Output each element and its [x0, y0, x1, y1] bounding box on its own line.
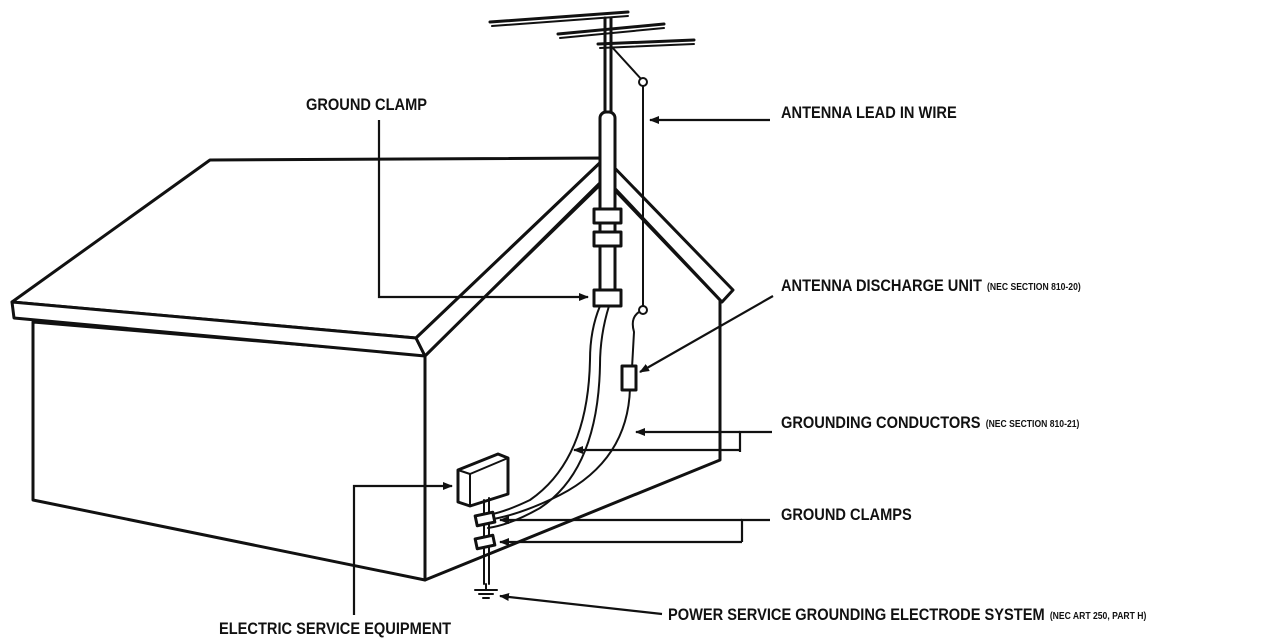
label-power-service-grounding: POWER SERVICE GROUNDING ELECTRODE SYSTEM…	[668, 605, 1146, 627]
leader-power-service-grounding	[499, 593, 663, 616]
mast-strap-1	[592, 207, 623, 225]
label-antenna-discharge-unit-note: (NEC SECTION 810-20)	[987, 282, 1081, 293]
antenna-discharge-unit	[620, 364, 638, 392]
leader-grounding-conductors	[738, 430, 772, 452]
electrode-ground-clamp-2	[473, 533, 497, 551]
leader-antenna-discharge-unit	[639, 295, 774, 373]
antenna-boom-top	[488, 10, 630, 24]
mast-strap-2	[592, 230, 623, 248]
mast-ground-clamp	[592, 288, 623, 308]
label-electric-service-equipment: ELECTRIC SERVICE EQUIPMENT	[219, 619, 451, 639]
house-left-wall	[31, 320, 427, 582]
antenna-mast-sleeve	[598, 110, 617, 302]
label-antenna-discharge-unit-text: ANTENNA DISCHARGE UNIT	[781, 276, 982, 295]
label-ground-clamps: GROUND CLAMPS	[781, 505, 912, 525]
label-antenna-lead-in-wire: ANTENNA LEAD IN WIRE	[781, 103, 957, 123]
label-ground-clamp: GROUND CLAMP	[306, 95, 427, 115]
lead-in-standoff-top	[638, 77, 648, 87]
leader-ground-clamp	[377, 120, 589, 301]
antenna-boom-mid	[556, 22, 666, 36]
label-ground-clamps-text: GROUND CLAMPS	[781, 505, 912, 524]
leader-ground-clamps	[740, 518, 770, 542]
label-grounding-conductors: GROUNDING CONDUCTORS (NEC SECTION 810-21)	[781, 413, 1079, 435]
label-antenna-lead-in-wire-text: ANTENNA LEAD IN WIRE	[781, 103, 957, 122]
electric-service-box	[456, 452, 510, 508]
lead-in-standoff-lower	[638, 305, 648, 315]
label-grounding-conductors-text: GROUNDING CONDUCTORS	[781, 413, 981, 432]
leader-electric-service-equipment	[352, 482, 453, 615]
label-ground-clamp-text: GROUND CLAMP	[306, 95, 428, 114]
ground-symbol	[474, 583, 498, 599]
label-electric-service-equipment-text: ELECTRIC SERVICE EQUIPMENT	[219, 619, 452, 638]
label-power-service-grounding-note: (NEC ART 250, PART H)	[1049, 611, 1147, 622]
label-antenna-discharge-unit: ANTENNA DISCHARGE UNIT (NEC SECTION 810-2…	[781, 276, 1081, 298]
electrode-ground-clamp-1	[473, 510, 497, 528]
house	[10, 156, 735, 582]
lead-in-wire	[487, 85, 648, 521]
label-power-service-grounding-text: POWER SERVICE GROUNDING ELECTRODE SYSTEM	[668, 605, 1045, 624]
label-grounding-conductors-note: (NEC SECTION 810-21)	[985, 419, 1080, 430]
antenna-boom-low	[596, 38, 696, 46]
